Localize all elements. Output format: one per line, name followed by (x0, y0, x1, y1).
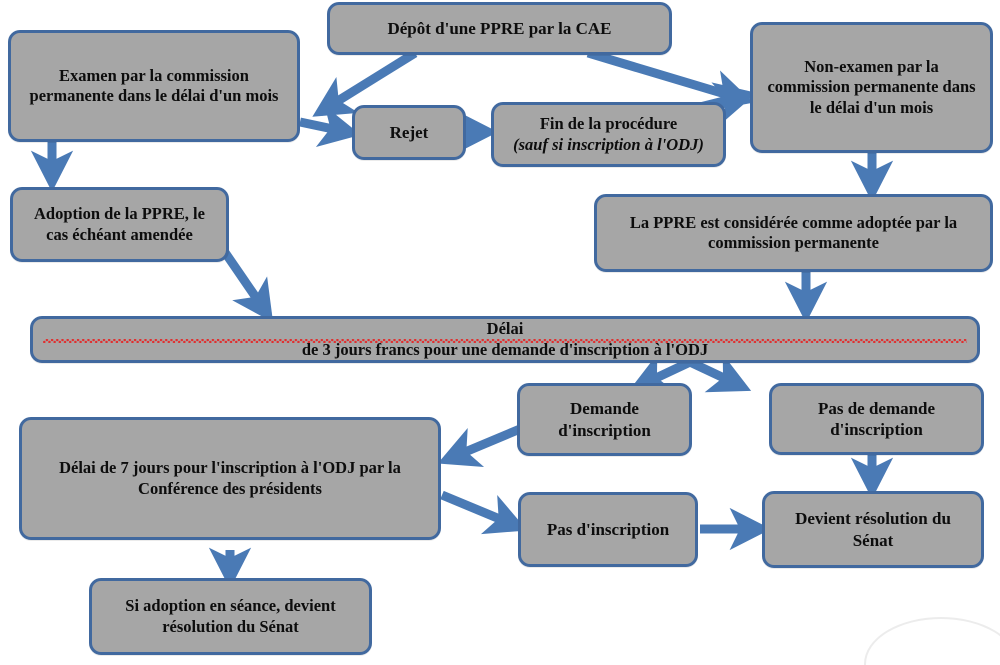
edge-delai3-demande (628, 354, 692, 393)
node-depot[interactable]: Dépôt d'une PPRE par la CAE (327, 2, 672, 55)
node-delai-7-jours[interactable]: Délai de 7 jours pour l'inscription à l'… (19, 417, 441, 540)
node-pas-inscription[interactable]: Pas d'inscription (518, 492, 698, 567)
node-rejet-label: Rejet (389, 122, 429, 142)
node-fin-procedure-label: Fin de la procédure (539, 114, 678, 134)
edge-delai7-pas-inscription (440, 490, 528, 535)
edge-delai3-pas-de-demande (688, 354, 752, 393)
node-devient-resolution[interactable]: Devient résolution du Sénat (762, 491, 984, 568)
node-adoption-ppre[interactable]: Adoption de la PPRE, le cas échéant amen… (10, 187, 229, 262)
node-delai-3-jours[interactable]: Délai de 3 jours francs pour une demande… (30, 316, 980, 363)
node-fin-procedure-sublabel: (sauf si inscription à l'ODJ) (513, 134, 704, 154)
edge-depot-non-examen (586, 48, 754, 111)
edge-adoption-delai3 (218, 245, 274, 323)
node-si-adoption-label: Si adoption en séance, devient résolutio… (125, 596, 336, 636)
node-delai-3-jours-label-prefix: Délai (43, 319, 967, 344)
node-ppre-adoptee[interactable]: La PPRE est considérée comme adoptée par… (594, 194, 993, 272)
edge-demande-delai7 (437, 424, 522, 467)
node-delai-3-jours-label-suffix: de 3 jours francs pour une demande d'ins… (301, 339, 709, 359)
node-fin-procedure[interactable]: Fin de la procédure (sauf si inscription… (491, 102, 726, 167)
node-ppre-adoptee-label: La PPRE est considérée comme adoptée par… (629, 212, 958, 252)
node-si-adoption[interactable]: Si adoption en séance, devient résolutio… (89, 578, 372, 655)
node-examen[interactable]: Examen par la commission permanente dans… (8, 30, 300, 142)
node-non-examen-label: Non-examen par la commission permanente … (767, 56, 976, 117)
node-delai-7-jours-label: Délai de 7 jours pour l'inscription à l'… (59, 458, 401, 498)
node-adoption-ppre-label: Adoption de la PPRE, le cas échéant amen… (34, 204, 205, 244)
node-examen-label: Examen par la commission permanente dans… (29, 65, 279, 105)
node-pas-de-demande[interactable]: Pas de demande d'inscription (769, 383, 984, 455)
edge-depot-examen (312, 49, 418, 117)
node-demande-label: Demande d'inscription (558, 399, 651, 440)
node-depot-label: Dépôt d'une PPRE par la CAE (387, 18, 612, 38)
node-pas-inscription-label: Pas d'inscription (546, 519, 670, 539)
node-pas-de-demande-label: Pas de demande d'inscription (817, 398, 936, 439)
node-demande[interactable]: Demande d'inscription (517, 383, 692, 456)
edge-examen-rejet (299, 105, 361, 147)
node-rejet[interactable]: Rejet (352, 105, 466, 160)
node-non-examen[interactable]: Non-examen par la commission permanente … (750, 22, 993, 153)
node-devient-resolution-label: Devient résolution du Sénat (795, 509, 951, 550)
